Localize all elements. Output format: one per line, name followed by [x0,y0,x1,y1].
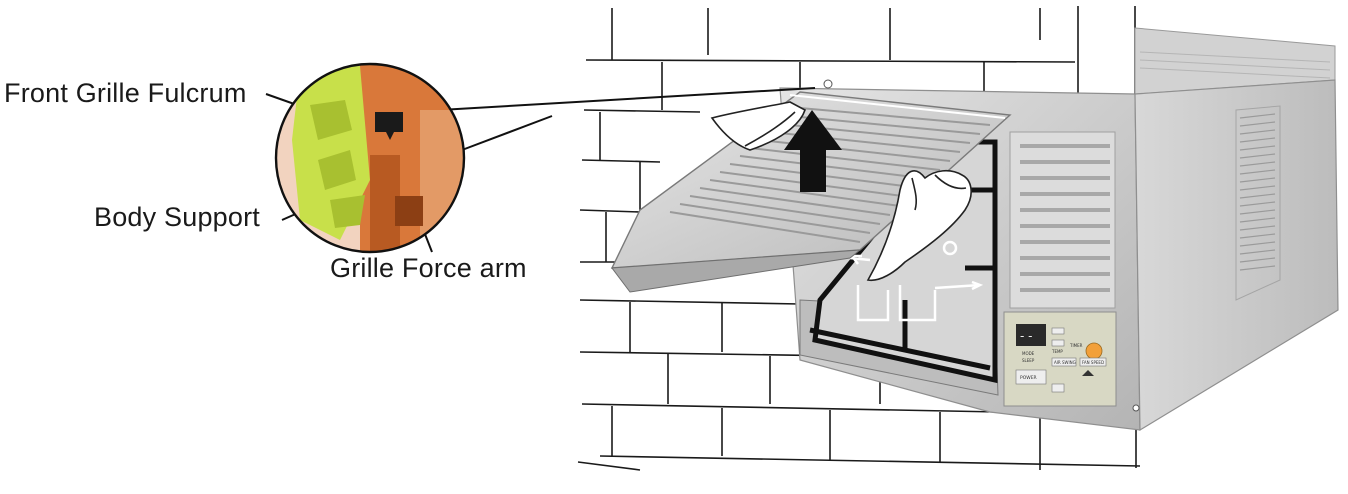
left-hand [710,101,806,151]
lift-arrow [784,110,842,192]
panel-power-text: POWER [1020,375,1037,381]
svg-text:- -: - - [1020,329,1032,343]
magnified-inset [274,62,466,254]
right-hand [866,169,972,282]
body-support-label: Body Support [94,202,261,232]
inset-connector-top [439,87,816,111]
grille-force-arm-label: Grille Force arm [330,253,527,283]
panel-temp-text: TEMP [1051,349,1063,354]
panel-sleep-text: SLEEP [1022,358,1035,363]
panel-mode-text: MODE [1022,351,1035,356]
brick-wall [577,6,1148,471]
front-grille-fulcrum-label: Front Grille Fulcrum [4,78,247,108]
panel-fan-speed-text: FAN SPEED [1082,360,1104,365]
panel-timer-text: TIMER [1069,343,1083,348]
panel-air-swing-text: AIR SWING [1054,360,1076,365]
inset-connector-bottom [461,115,553,151]
